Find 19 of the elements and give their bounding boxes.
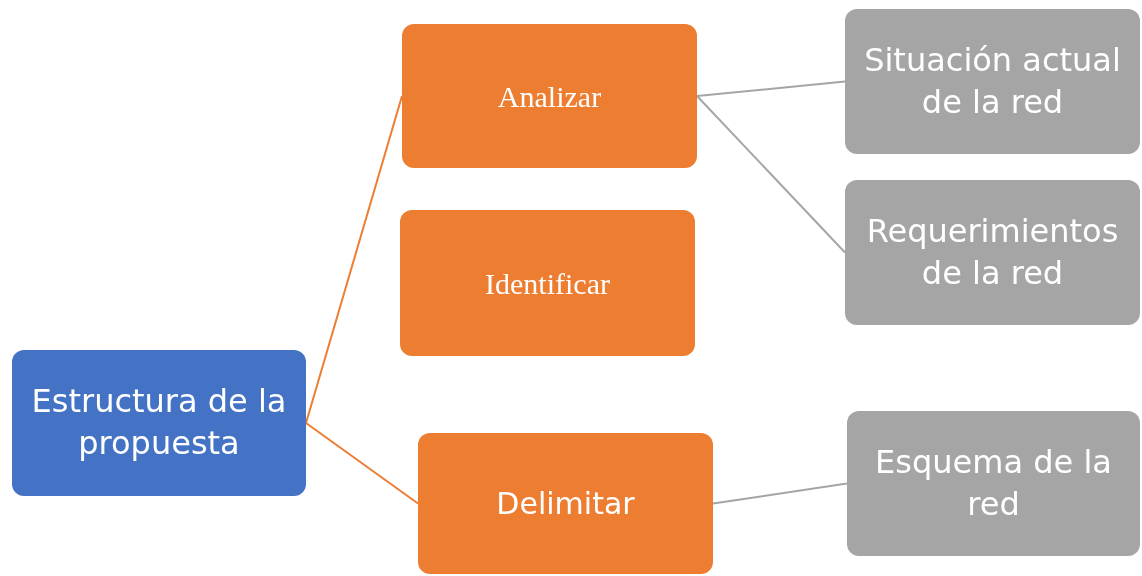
box-label: Analizar bbox=[497, 78, 602, 115]
box-label: Estructura de la propuesta bbox=[30, 381, 288, 464]
topic-box bbox=[845, 180, 1140, 325]
connector-line bbox=[305, 422, 419, 505]
step-box bbox=[418, 433, 713, 574]
box-label: Situación actual de la red bbox=[863, 39, 1122, 123]
connector-line bbox=[712, 482, 848, 505]
topic-box bbox=[845, 9, 1140, 154]
step-box bbox=[400, 210, 695, 356]
step-box bbox=[402, 24, 697, 168]
box-label: Delimitar bbox=[496, 485, 635, 523]
connector-line bbox=[305, 95, 403, 424]
connector-line bbox=[696, 80, 846, 97]
root-box bbox=[12, 350, 306, 496]
box-label: Requerimientos de la red bbox=[865, 210, 1120, 294]
topic-box bbox=[847, 411, 1140, 556]
box-label: Esquema de la red bbox=[874, 441, 1113, 525]
box-label: Identificar bbox=[485, 265, 610, 302]
connector-line bbox=[696, 95, 846, 254]
